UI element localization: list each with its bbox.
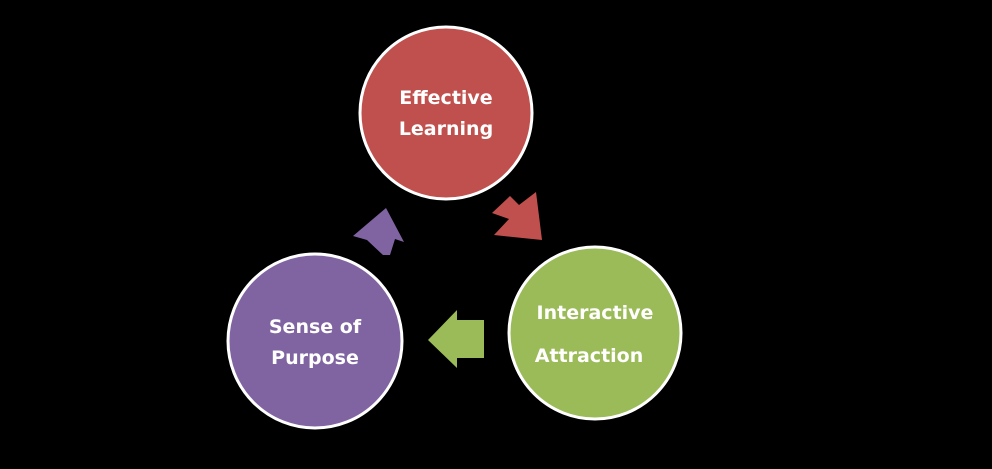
node-label-line: Learning <box>399 118 493 140</box>
node-label-line: Purpose <box>271 347 359 369</box>
node-interactive-attraction: Interactive Attraction <box>507 245 683 421</box>
node-sense-of-purpose: Sense of Purpose <box>226 252 404 430</box>
arrow-attraction-to-purpose <box>428 310 484 368</box>
arrow-purpose-to-learning <box>353 208 404 255</box>
node-effective-learning: Effective Learning <box>358 25 534 201</box>
node-label-line: Sense of <box>269 316 362 338</box>
node-label-line: Effective <box>399 87 492 109</box>
node-label-line: Interactive <box>537 302 654 324</box>
arrow-learning-to-attraction <box>492 192 542 240</box>
node-label-line: Attraction <box>535 345 644 367</box>
